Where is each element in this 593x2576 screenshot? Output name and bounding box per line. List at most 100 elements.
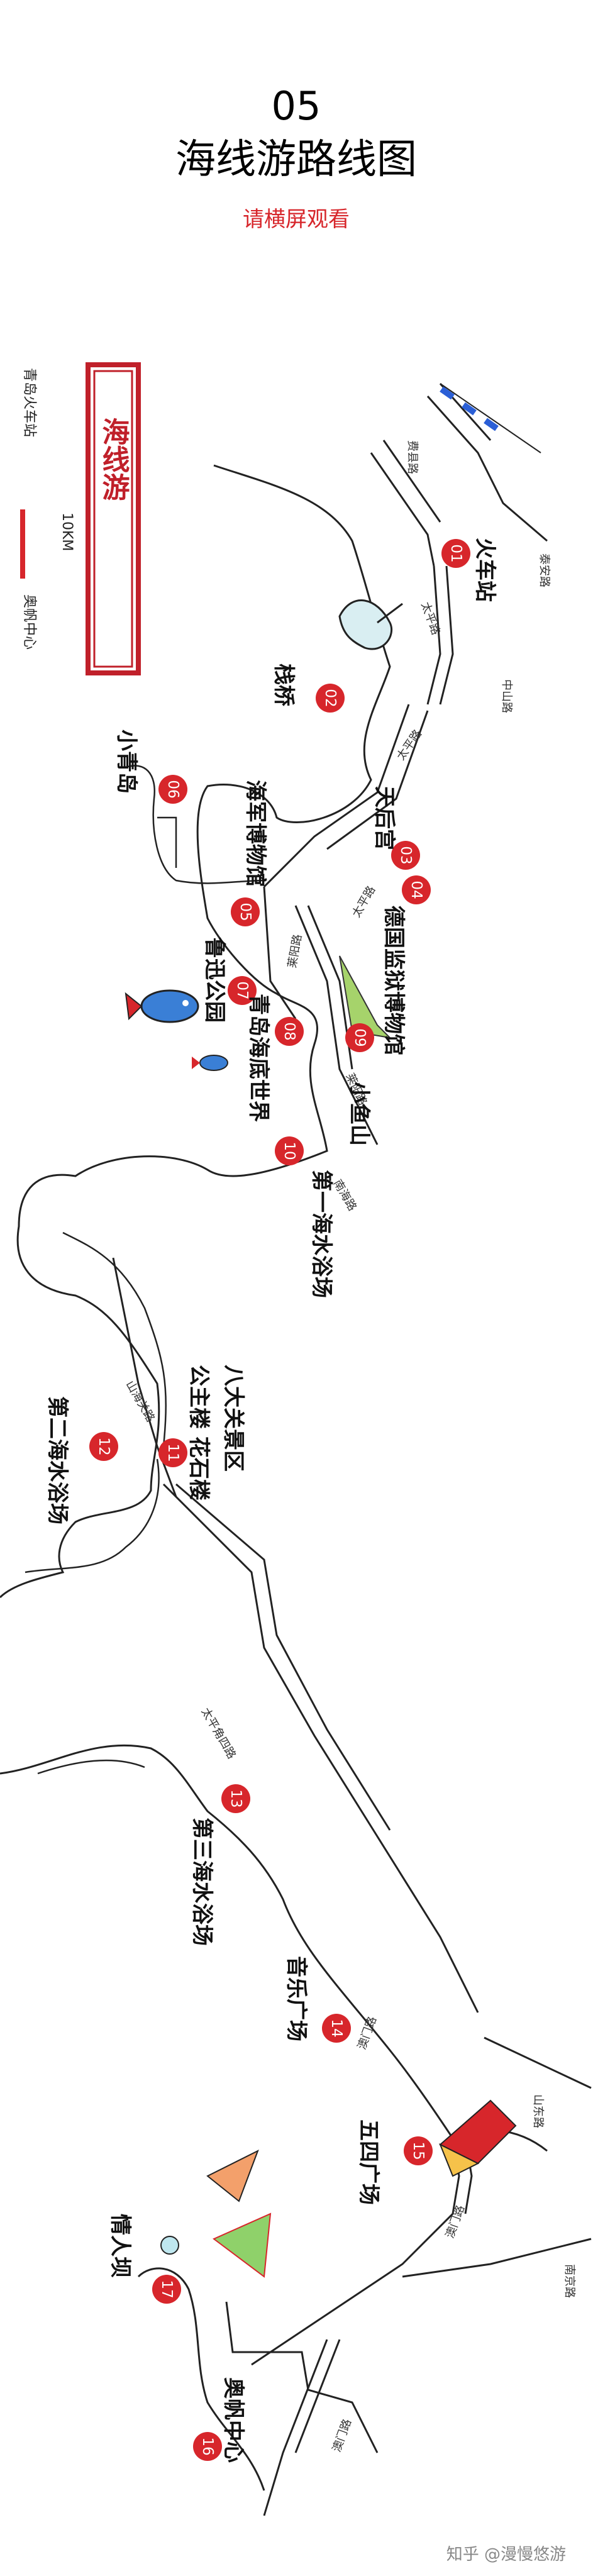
stop-marker-circle (391, 841, 420, 870)
stop-marker-circle (404, 2136, 433, 2165)
stop-marker-04: 04 (402, 875, 431, 904)
stop-marker-circle (345, 1023, 374, 1052)
stop-marker-11: 11 (158, 1438, 187, 1467)
stop-marker-circle (89, 1432, 118, 1461)
map-subtitle: 请横屏观看 (243, 207, 350, 232)
stop-number: 04 (408, 880, 424, 899)
stop-marker-05: 05 (231, 897, 260, 926)
stop-number: 15 (410, 2141, 426, 2160)
stop-number: 17 (158, 2280, 175, 2298)
stop-label-14: 音乐广场 (284, 1956, 309, 2041)
stop-label-07: 鲁迅公园 (202, 937, 227, 1023)
stop-label-01: 火车站 (472, 538, 497, 602)
map-title: 海线游路线图 (175, 136, 417, 183)
stop-marker-circle (402, 875, 431, 904)
stop-number: 02 (322, 689, 338, 707)
stop-number: 14 (328, 2019, 345, 2037)
stop-label-05: 海军博物馆 (243, 780, 268, 887)
stop-marker-circle (231, 897, 260, 926)
stop-label-11: 八大关景区 (221, 1365, 246, 1472)
stop-marker-circle (158, 1438, 187, 1467)
stop-marker-circle (316, 684, 345, 713)
legend-distance: 10KM (59, 513, 75, 551)
stop-marker-circle (158, 775, 187, 804)
stop-marker-16: 16 (193, 2432, 222, 2461)
stop-marker-14: 14 (322, 2014, 351, 2043)
stamp-seal: 海线游 (86, 362, 141, 675)
road-label: 泰安路 (538, 553, 551, 587)
stop-marker-circle (441, 539, 470, 568)
stop-marker-08: 08 (275, 1017, 304, 1046)
road-label: 南京路 (563, 2264, 576, 2298)
stop-label-09: 小鱼山 (346, 1082, 372, 1146)
stop-number: 09 (352, 1028, 368, 1046)
road-label: 太平角四路 (199, 1706, 238, 1761)
legend: 青岛火车站 10KM 奥帆中心 (20, 368, 75, 650)
stamp-text: 海线游 (97, 418, 130, 501)
map-number: 05 (272, 83, 321, 129)
stop-label-06: 小青岛 (114, 730, 139, 794)
road-label: 山海关路 (123, 1379, 157, 1424)
stop-marker-circle (221, 1784, 250, 1813)
stop-marker-circle (275, 1136, 304, 1165)
stop-marker-10: 10 (275, 1136, 304, 1165)
stop-number: 06 (165, 780, 181, 798)
stop-marker-03: 03 (391, 841, 420, 870)
legend-start: 青岛火车站 (21, 368, 37, 437)
stop-number: 05 (237, 902, 253, 921)
fish-small-icon (192, 1055, 228, 1071)
stop-label-17: 情人坝 (108, 2214, 133, 2278)
legend-end: 奥帆中心 (21, 594, 37, 650)
stop-number: 10 (281, 1141, 297, 1160)
stop-marker-circle (275, 1017, 304, 1046)
road-label: 莱阳路 (285, 933, 304, 969)
stop-marker-15: 15 (404, 2136, 433, 2165)
stop-label-04: 德国监狱博物馆 (381, 906, 406, 1055)
road-label: 澳门路 (443, 2204, 467, 2240)
stop-marker-01: 01 (441, 539, 470, 568)
sailboat-icon (160, 2149, 272, 2278)
stop-marker-circle (228, 976, 257, 1005)
stop-number: 01 (448, 544, 464, 562)
may-fourth-sculpture-icon (439, 2099, 517, 2177)
stop-number: 03 (397, 846, 414, 864)
railway (440, 383, 541, 453)
stop-number: 08 (281, 1022, 297, 1040)
road-label: 山东路 (531, 2094, 545, 2128)
stop-marker-06: 06 (158, 775, 187, 804)
watermark: 知乎 @漫慢悠游 (446, 2545, 566, 2564)
stop-number: 13 (228, 1789, 244, 1807)
road-label: 澳门路 (330, 2418, 354, 2454)
peninsula-xiaoqingdao (125, 765, 267, 884)
stop-marker-circle (322, 2014, 351, 2043)
stop-label-02: 栈桥 (271, 663, 296, 706)
road-label: 费县路 (406, 440, 419, 474)
stop-number: 12 (96, 1437, 112, 1455)
road-label: 南海路 (331, 1177, 359, 1213)
stop-number: 07 (234, 981, 250, 999)
coastline (0, 464, 548, 2491)
stop-label-03: 天后宫 (372, 786, 397, 850)
stop-marker-17: 17 (152, 2275, 181, 2304)
stop-label-08: 青岛海底世界 (246, 994, 271, 1122)
fish-icon (125, 989, 199, 1023)
stop-label-11b: 公主楼 花石楼 (186, 1365, 211, 1501)
stop-marker-09: 09 (345, 1023, 374, 1052)
stop-label-15: 五四广场 (356, 2119, 381, 2205)
stop-number: 16 (199, 2437, 216, 2455)
stop-marker-02: 02 (316, 684, 345, 713)
stop-label-13: 第三海水浴场 (189, 1818, 214, 1946)
stop-label-16: 奥帆中心 (221, 2377, 246, 2463)
stop-marker-07: 07 (228, 976, 257, 1005)
legend-line (20, 509, 25, 579)
road-label: 太平路 (418, 601, 442, 637)
stop-marker-13: 13 (221, 1784, 250, 1813)
road-label: 中山路 (500, 679, 513, 713)
road-label: 太平路 (350, 884, 378, 919)
hill-icon (339, 955, 392, 1039)
stop-label-12: 第二海水浴场 (45, 1396, 70, 1524)
seagull-icon (338, 599, 403, 650)
coastline-inner (25, 816, 177, 1775)
